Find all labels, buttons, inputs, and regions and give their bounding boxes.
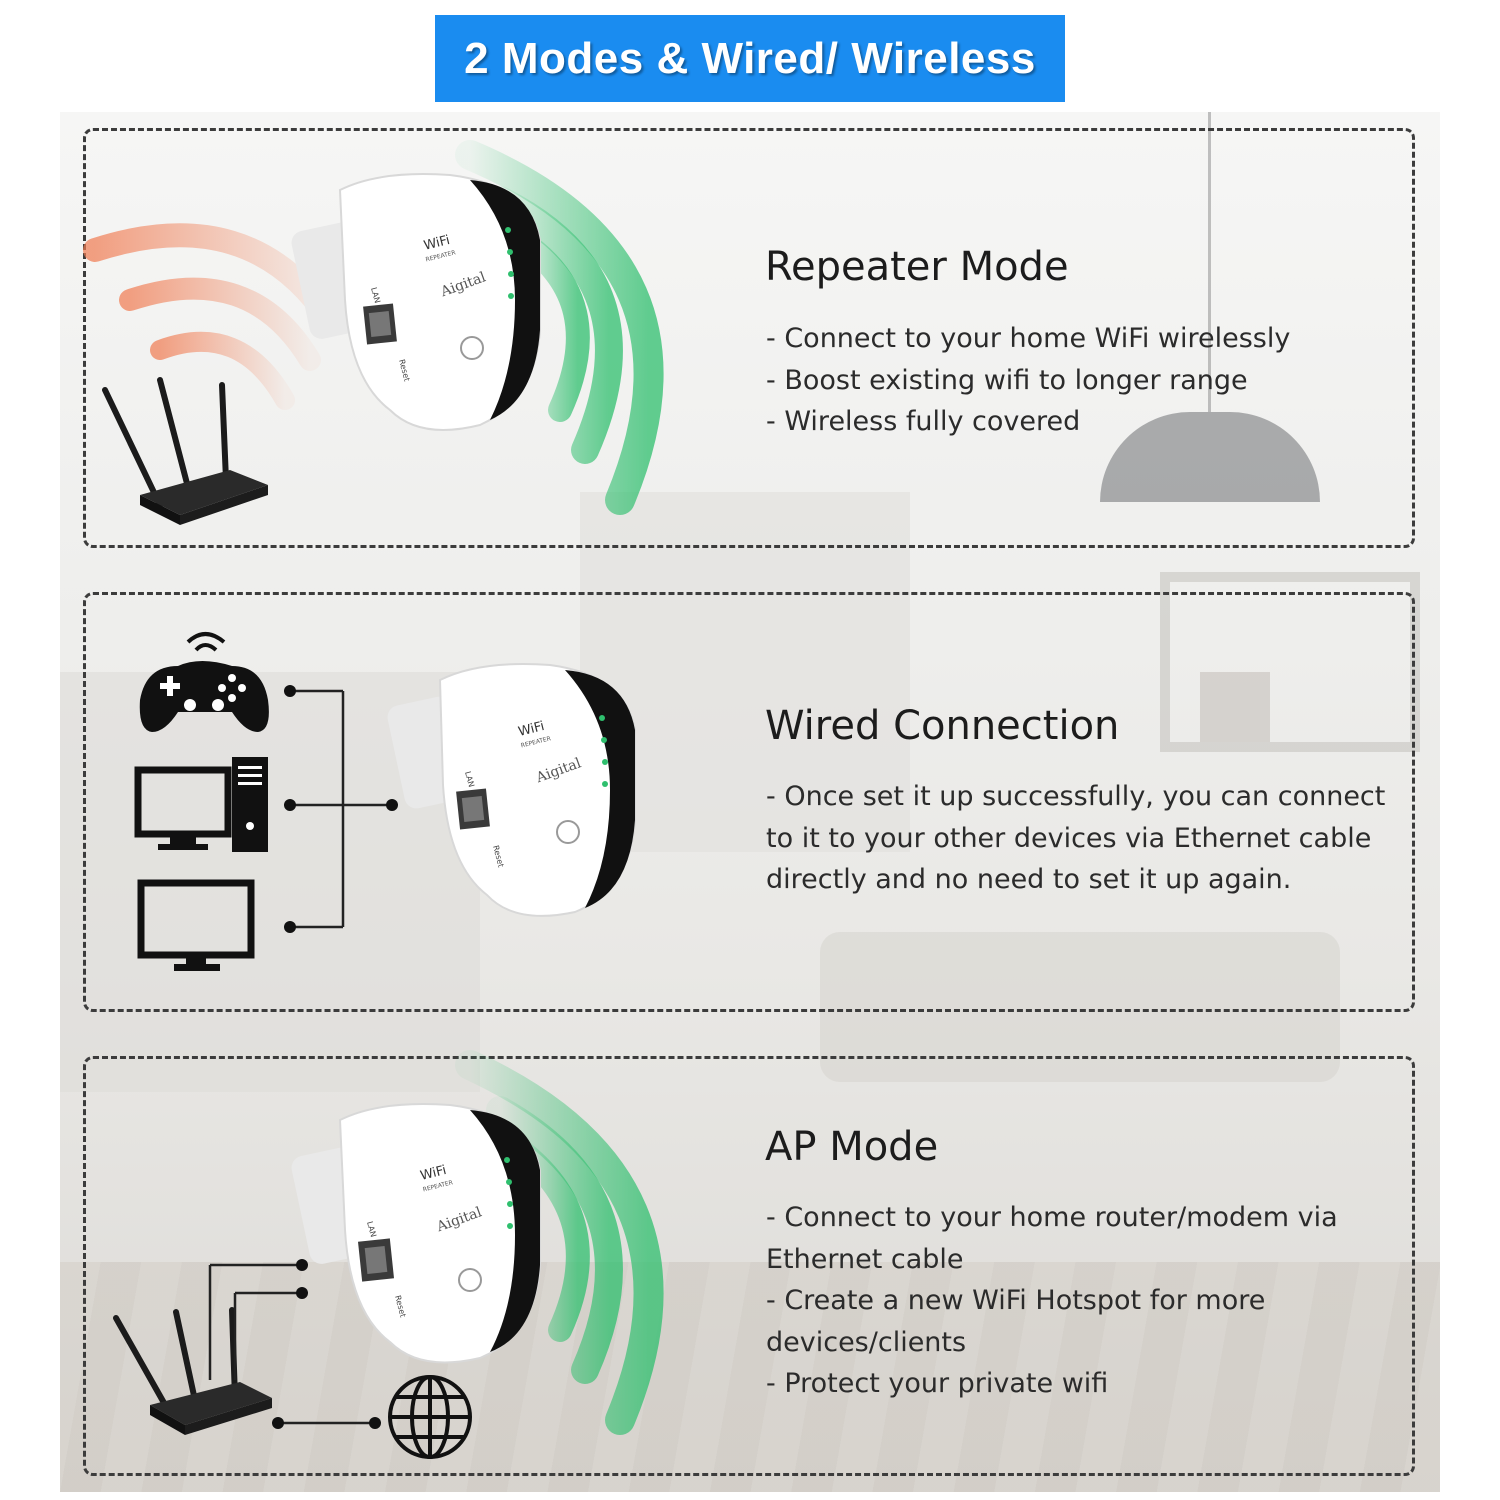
section-title: AP Mode — [765, 1124, 939, 1170]
section-description: - Connect to your home WiFi wirelessly -… — [766, 318, 1406, 443]
gamepad-icon — [139, 632, 269, 732]
description-line: - Connect to your home WiFi wirelessly — [766, 323, 1291, 354]
section-description: - Connect to your home router/modem via … — [766, 1197, 1406, 1405]
wired-connection-panel — [83, 592, 1415, 1012]
device-port-label: LAN — [369, 286, 382, 304]
description-line: - Connect to your home router/modem via — [766, 1202, 1338, 1233]
description-line: - Once set it up successfully, you can c… — [766, 781, 1386, 812]
globe-icon — [388, 1375, 472, 1459]
desktop-computer-icon — [134, 757, 268, 852]
device-logo: WiFi — [517, 719, 546, 740]
device-logo: WiFi — [419, 1163, 448, 1184]
ethernet-cable-lines — [208, 1263, 375, 1425]
wifi-repeater-icon: WiFi REPEATER Aigital LAN Reset — [291, 173, 541, 431]
description-line: devices/clients — [766, 1326, 967, 1358]
description-line: - Protect your private wifi — [766, 1368, 1109, 1399]
description-line: Ethernet cable — [766, 1243, 964, 1275]
repeater-mode-panel — [83, 128, 1415, 548]
section-title: Repeater Mode — [765, 244, 1069, 290]
device-logo: WiFi — [422, 233, 451, 254]
wifi-repeater-icon: WiFi REPEATER Aigital LAN Reset — [291, 1103, 541, 1364]
page-title-banner: 2 Modes & Wired/ Wireless — [435, 15, 1065, 102]
description-line: - Boost existing wifi to longer range — [766, 364, 1248, 396]
ap-mode-panel — [83, 1056, 1415, 1476]
router-icon — [102, 377, 268, 525]
description-line: to it to your other devices via Ethernet… — [766, 822, 1372, 854]
page-title: 2 Modes & Wired/ Wireless — [464, 33, 1036, 83]
router-icon — [113, 1307, 272, 1435]
description-line: - Wireless fully covered — [766, 406, 1081, 437]
device-port-label: LAN — [365, 1220, 378, 1238]
ethernet-cable-lines — [290, 689, 392, 929]
device-port-label: LAN — [463, 770, 476, 788]
section-description: - Once set it up successfully, you can c… — [766, 776, 1406, 901]
description-line: - Create a new WiFi Hotspot for more — [766, 1285, 1266, 1316]
section-title: Wired Connection — [765, 703, 1120, 749]
description-line: directly and no need to set it up again. — [766, 864, 1292, 895]
wifi-repeater-icon: WiFi REPEATER Aigital LAN Reset — [387, 663, 636, 917]
monitor-icon — [137, 879, 255, 971]
